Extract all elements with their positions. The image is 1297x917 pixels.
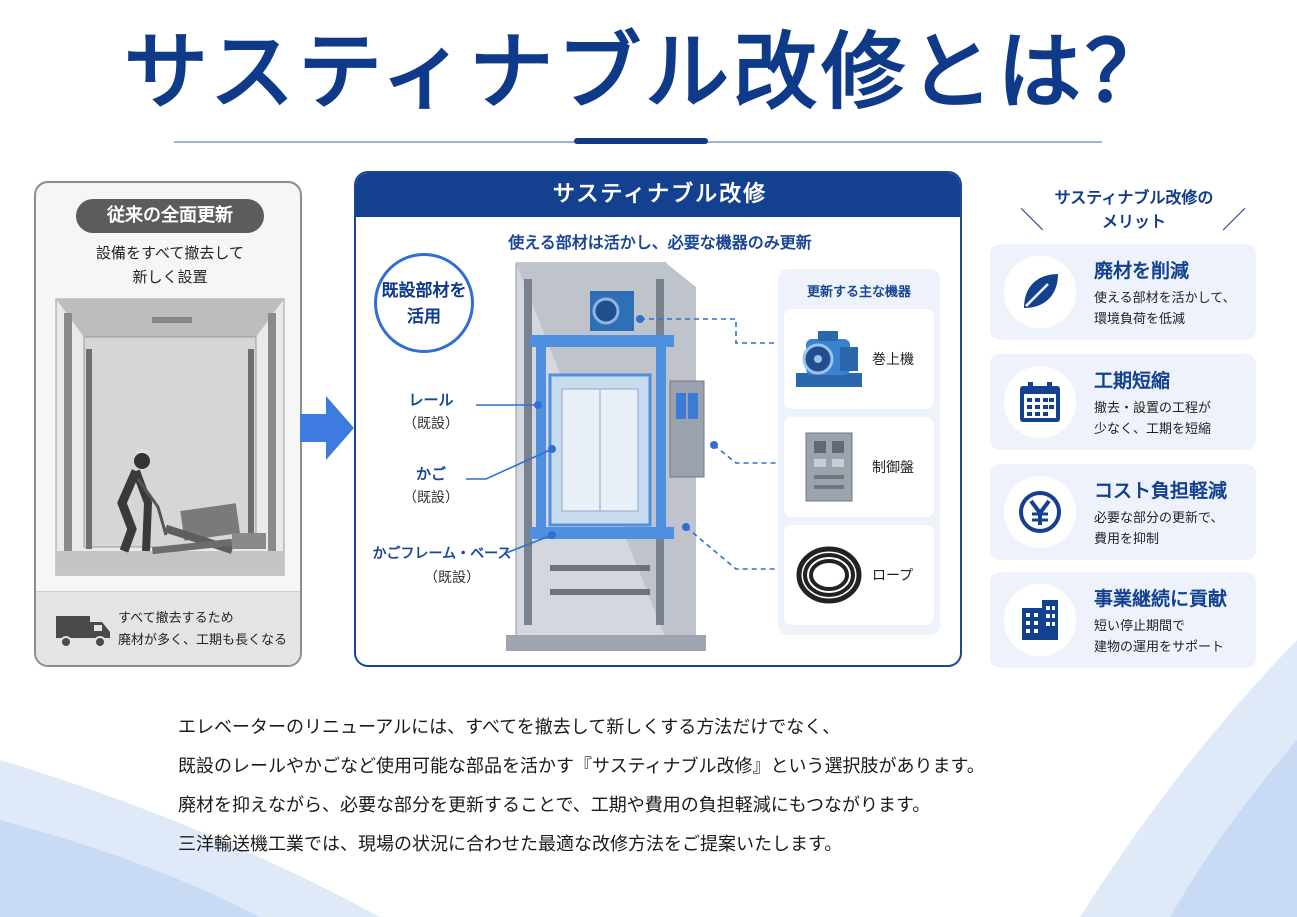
- equipment-title: 更新する主な機器: [806, 285, 911, 300]
- rope-icon: [796, 546, 862, 604]
- description-paragraph: エレベーターのリニューアルには、すべてを撤去して新しくする方法だけでなく、 既設…: [178, 708, 1138, 864]
- rail-label: レール: [408, 391, 454, 409]
- equipment-name-rope: ロープ: [872, 568, 914, 584]
- calendar-icon: [1020, 382, 1060, 422]
- conventional-badge: 従来の全面更新: [76, 199, 264, 233]
- car-frame-note: （既設）: [424, 570, 480, 586]
- merit-icon-wrap: [1004, 584, 1076, 656]
- title-rule-accent: [574, 138, 708, 144]
- sustainable-subheader: 使える部材は活かし、必要な機器のみ更新: [508, 233, 812, 252]
- merit-title-waste: 廃材を削減: [1094, 260, 1190, 282]
- page-title: サスティナブル改修とは？: [123, 23, 1174, 121]
- conventional-footer: すべて撤去するため 廃材が多く、工期も長くなる: [36, 591, 300, 665]
- merit-card-cost: コスト負担軽減 必要な部分の更新で、 費用を抑制: [990, 464, 1256, 560]
- demolition-illustration: [55, 298, 285, 576]
- car-label: かご: [415, 465, 446, 483]
- building-icon: [1022, 600, 1058, 640]
- reuse-existing-badge: 既設部材を 活用: [374, 253, 474, 353]
- yen-icon: [1019, 491, 1061, 533]
- conventional-footer-text: すべて撤去するため 廃材が多く、工期も長くなる: [118, 611, 288, 648]
- right-arrow-icon: [300, 396, 354, 460]
- merit-card-business: 事業継続に貢献 短い停止期間で 建物の運用をサポート: [990, 572, 1256, 668]
- control-panel-icon: [805, 432, 853, 502]
- equipment-list: 更新する主な機器 巻上機 制御盤: [778, 269, 940, 635]
- merit-title-schedule: 工期短縮: [1094, 370, 1171, 392]
- equipment-card-traction: 巻上機: [784, 309, 934, 409]
- rail-note: （既設）: [403, 416, 459, 432]
- description-line-3: 廃材を抑えながら、必要な部分を更新することで、工期や費用の負担軽減にもつながりま…: [178, 795, 931, 816]
- sustainable-header: サスティナブル改修: [356, 173, 960, 217]
- merit-text-business: 短い停止期間で 建物の運用をサポート: [1094, 619, 1225, 655]
- description-line-4: 三洋輸送機工業では、現場の状況に合わせた最適な改修方法をご提案いたします。: [178, 834, 843, 855]
- car-note: （既設）: [403, 490, 459, 506]
- merit-icon-wrap: [1004, 256, 1076, 328]
- merit-title-business: 事業継続に貢献: [1094, 588, 1228, 610]
- merit-slash-left: ＼: [1020, 206, 1044, 234]
- description-line-2: 既設のレールやかごなど使用可能な部品を活かす『サスティナブル改修』という選択肢が…: [178, 756, 985, 777]
- merit-card-schedule: 工期短縮 撤去・設置の工程が 少なく、工期を短縮: [990, 354, 1256, 450]
- merit-icon-wrap: [1004, 366, 1076, 438]
- sustainable-renewal-panel: サスティナブル改修 使える部材は活かし、必要な機器のみ更新 既設部材を 活用 レ…: [354, 171, 962, 667]
- description-line-1: エレベーターのリニューアルには、すべてを撤去して新しくする方法だけでなく、: [178, 717, 841, 738]
- merit-card-waste: 廃材を削減 使える部材を活かして、 環境負荷を低減: [990, 244, 1256, 340]
- merit-icon-wrap: [1004, 476, 1076, 548]
- conventional-renewal-panel: 従来の全面更新 設備をすべて撤去して 新しく設置 すべて撤去するため 廃材が多く…: [34, 181, 302, 667]
- equipment-name-control: 制御盤: [872, 460, 914, 476]
- merits-heading: サスティナブル改修の メリット: [1054, 188, 1214, 231]
- traction-machine-icon: [796, 331, 862, 387]
- merit-text-cost: 必要な部分の更新で、 費用を抑制: [1094, 511, 1224, 547]
- leaf-icon: [1024, 274, 1058, 308]
- conventional-description: 設備をすべて撤去して 新しく設置: [96, 244, 244, 286]
- equipment-name-traction: 巻上機: [872, 352, 914, 368]
- merit-text-waste: 使える部材を活かして、 環境負荷を低減: [1094, 291, 1236, 327]
- merit-title-cost: コスト負担軽減: [1094, 480, 1228, 502]
- elevator-shaft-illustration: [506, 262, 706, 651]
- equipment-card-rope: ロープ: [784, 525, 934, 625]
- merit-slash-right: ／: [1222, 206, 1246, 234]
- equipment-card-control: 制御盤: [784, 417, 934, 517]
- car-frame-label: かごフレーム・ベース: [372, 546, 512, 562]
- merit-text-schedule: 撤去・設置の工程が 少なく、工期を短縮: [1094, 401, 1212, 437]
- truck-icon: [56, 616, 110, 648]
